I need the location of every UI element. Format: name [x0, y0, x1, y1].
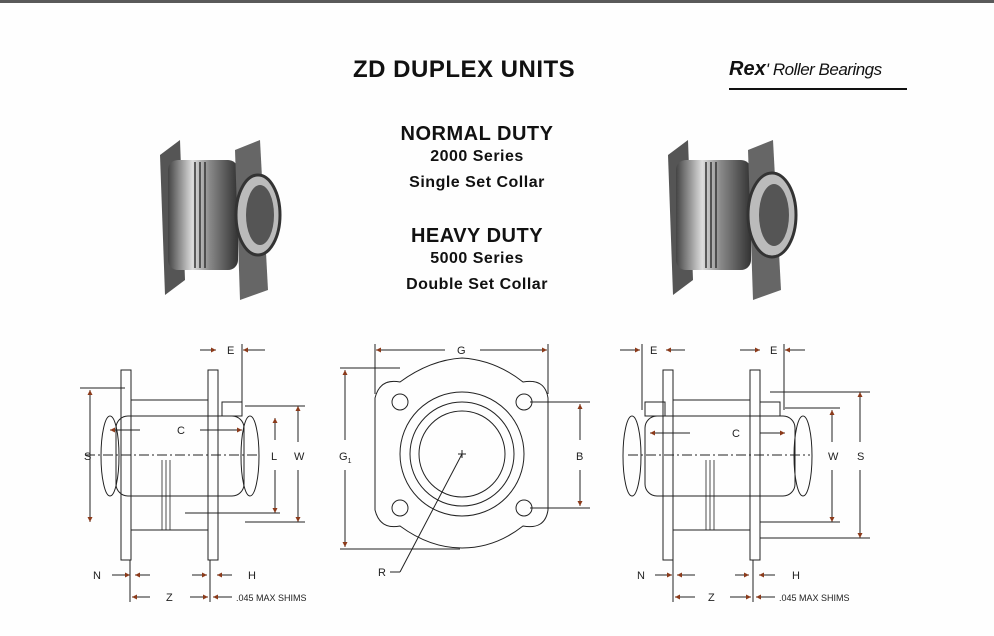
dim-label-b: B — [576, 451, 583, 463]
heavy-duty-collar: Double Set Collar — [406, 276, 548, 293]
dim-label-w: W — [294, 451, 305, 463]
dim-label-e: E — [227, 345, 234, 357]
dim-label-z: Z — [166, 592, 173, 604]
dim-label-r: R — [378, 567, 386, 579]
dim-label-w: W — [828, 451, 839, 463]
dim-label-n: N — [93, 570, 101, 582]
dim-label-g1: G1 — [339, 451, 352, 465]
dim-label-s: S — [84, 451, 91, 463]
center-flange-view: G G1 B R — [339, 344, 590, 579]
shims-note: .045 MAX SHIMS — [236, 593, 307, 603]
logo-brand: Rex — [729, 58, 766, 80]
dim-label-l: L — [271, 451, 277, 463]
dim-label-c: C — [177, 425, 185, 437]
heavy-duty-heading: HEAVY DUTY — [410, 225, 544, 247]
dim-label-h: H — [248, 570, 256, 582]
normal-duty-series: 2000 Series — [430, 148, 524, 165]
top-border — [0, 0, 994, 3]
normal-duty-block: NORMAL DUTY 2000 Series Single Set Colla… — [360, 123, 594, 192]
heavy-duty-series: 5000 Series — [430, 250, 524, 267]
heavy-duty-bearing-photo — [668, 140, 798, 300]
dim-label-g: G — [457, 345, 466, 357]
dim-label-h: H — [792, 570, 800, 582]
page-title: ZD DUPLEX UNITS — [353, 56, 576, 83]
normal-duty-collar: Single Set Collar — [409, 174, 545, 191]
logo-product: Roller Bearings — [772, 60, 882, 79]
dim-label-c: C — [732, 428, 740, 440]
dim-label-z: Z — [708, 592, 715, 604]
normal-duty-heading: NORMAL DUTY — [400, 123, 554, 145]
dim-label-s: S — [857, 451, 864, 463]
dim-label-n: N — [637, 570, 645, 582]
dimension-drawings: E C S L W N H Z .045 MAX SHIMS G G1 B R — [80, 344, 870, 604]
brand-logo: Rex' Roller Bearings — [729, 58, 907, 90]
dim-label-e-right: E — [770, 345, 777, 357]
right-side-view: E E C W S N H Z .045 MAX SHIMS — [620, 344, 870, 604]
dim-label-e-left: E — [650, 345, 657, 357]
left-side-view: E C S L W N H Z .045 MAX SHIMS — [80, 344, 307, 604]
logo-mark: ' — [765, 60, 769, 79]
normal-duty-bearing-photo — [160, 140, 282, 300]
shims-note: .045 MAX SHIMS — [779, 593, 850, 603]
heavy-duty-block: HEAVY DUTY 5000 Series Double Set Collar — [360, 225, 594, 294]
